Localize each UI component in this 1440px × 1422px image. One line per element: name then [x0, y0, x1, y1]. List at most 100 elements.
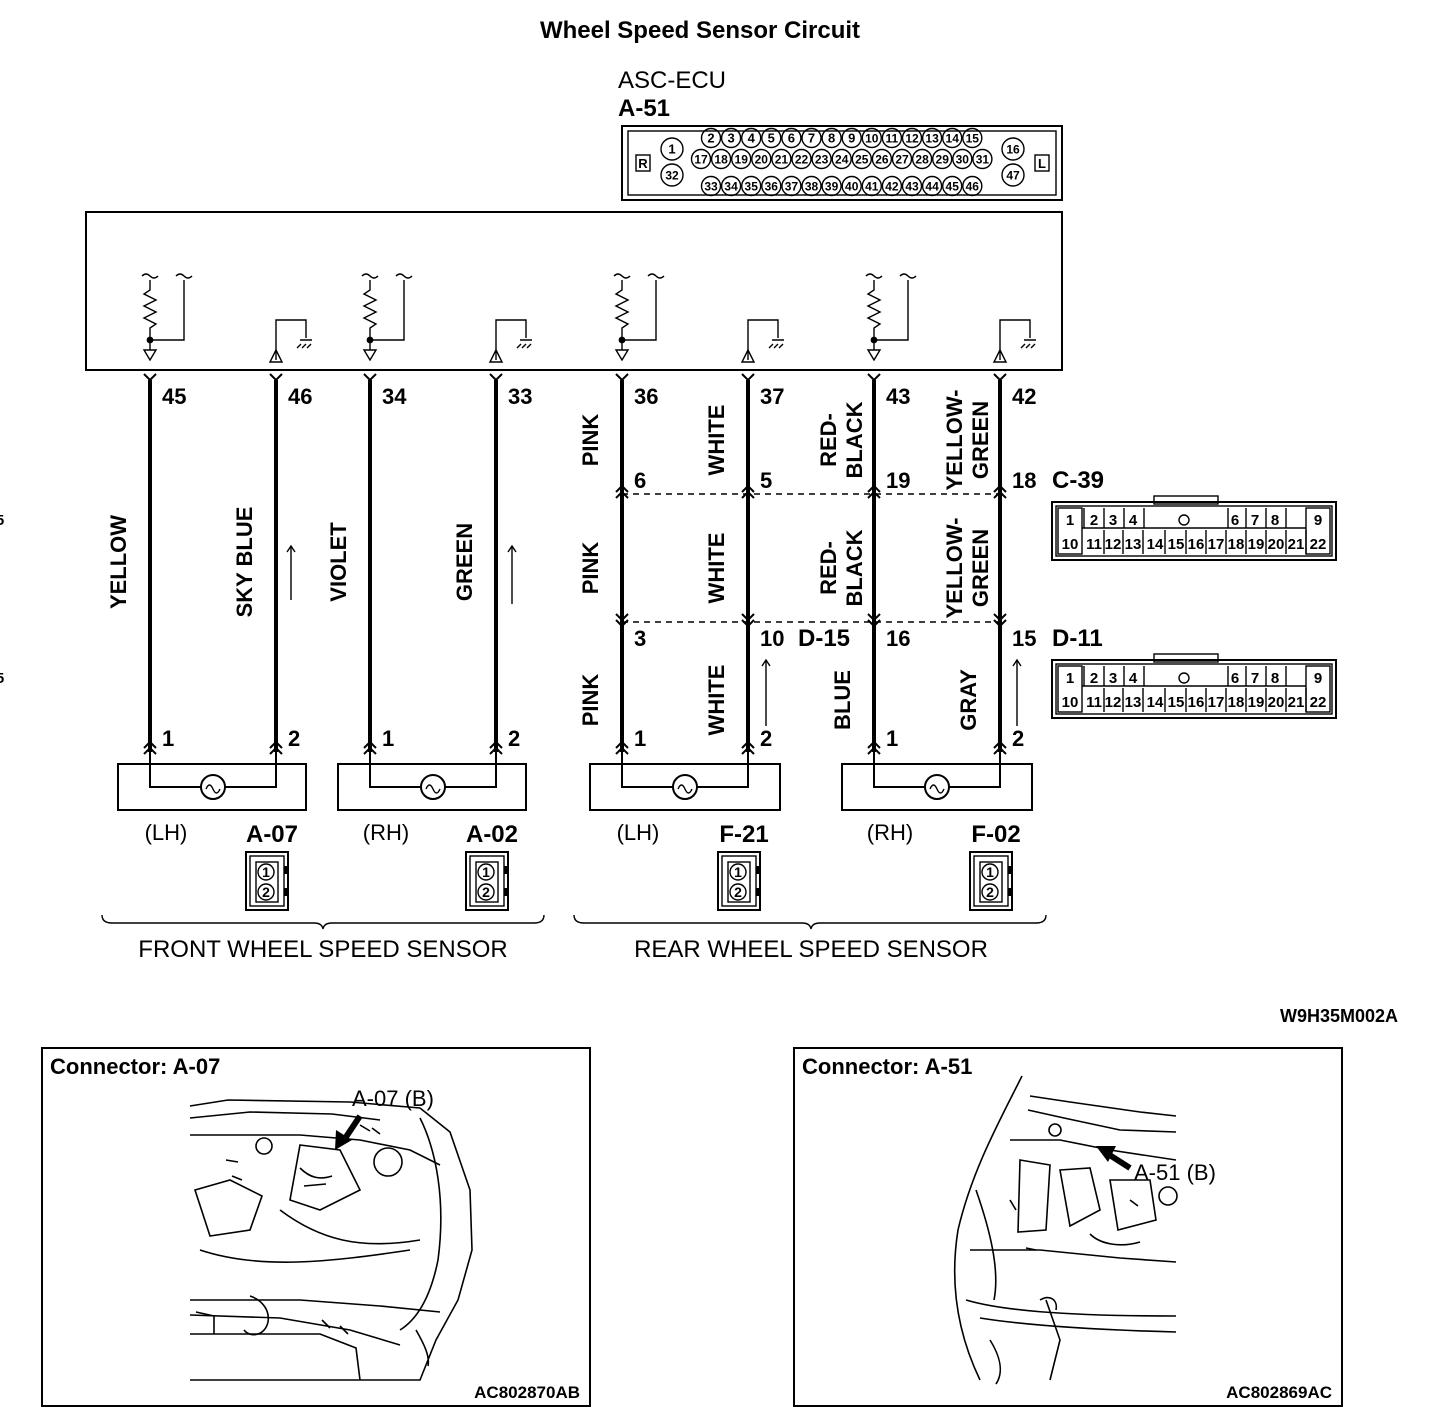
ecu-pin-label: 35 [745, 180, 759, 194]
ecu-pin: 42 [881, 175, 903, 197]
ecu-pin-label: 4 [748, 131, 756, 146]
ecu-pin-label: 42 [885, 180, 899, 194]
ecu-pin-label: 32 [665, 169, 679, 183]
sensor-connector-pin: 1 [734, 864, 742, 880]
ecu-pin-label: 29 [936, 153, 950, 167]
connector-c39-label: C-39 [1052, 467, 1104, 494]
ecu-pin-label: 34 [724, 180, 738, 194]
ecu-pin-label: 46 [966, 180, 980, 194]
wire-color-label: GREEN [452, 523, 477, 601]
joint-pin-label: 10 [1062, 536, 1079, 553]
ecu-pin-label: 22 [795, 153, 809, 167]
joint-pin-label: 21 [1288, 694, 1305, 711]
ecu-pin-label: 3 [727, 131, 734, 146]
ecu-pin-label: 23 [815, 153, 829, 167]
ecu-pin: 13 [921, 127, 943, 149]
ecu-pin: 17 [690, 148, 712, 170]
ecu-pin: 4 [741, 127, 762, 149]
figure-code: W9H35M002A [1280, 1006, 1398, 1026]
connector-c39: C-39 12345678910111213141516171819202122 [0, 467, 1337, 561]
ecu-sensor-input-circuit [613, 273, 784, 363]
ecu-pin: 39 [821, 175, 842, 197]
ecu-pin: 1 [660, 137, 684, 161]
ecu-pin-label: 33 [704, 180, 718, 194]
ecu-right-mark: L [1038, 156, 1046, 171]
sensor-connector-pin: 2 [734, 884, 742, 900]
inset-a07-code: AC802870AB [474, 1383, 580, 1402]
inset-a51-code: AC802869AC [1226, 1383, 1332, 1402]
d-connector-pin-number: 16 [886, 626, 910, 651]
ecu-pin: 26 [871, 148, 893, 170]
ecu-pin: 37 [781, 175, 802, 197]
ecu-sensor-input-circuit [141, 273, 312, 363]
engine-bay-illustration-front [189, 1099, 473, 1381]
ecu-sensor-input-circuit [865, 273, 1036, 363]
ecu-internal-circuits [141, 273, 1036, 363]
ecu-pin-number: 36 [634, 384, 658, 409]
ecu-pin: 20 [751, 148, 772, 170]
ecu-pin-label: 18 [714, 153, 728, 167]
joint-pin-label: 15 [1168, 536, 1185, 553]
ecu-pin-label: 9 [848, 131, 855, 146]
joint-pin-label: 5 [0, 512, 4, 529]
wire-color-label: RED-BLACK [816, 401, 867, 478]
ecu-pin: 8 [821, 127, 842, 149]
ecu-pin-label: 15 [966, 132, 980, 146]
joint-pin-label: 20 [1268, 536, 1285, 553]
joint-pin-label: 19 [1248, 536, 1265, 553]
sensor-connector-pin: 2 [482, 884, 490, 900]
joint-pin-label: 18 [1228, 536, 1245, 553]
ecu-pin-label: 21 [775, 153, 789, 167]
ecu-pin-label: 30 [956, 153, 970, 167]
joint-pin-label: 16 [1188, 536, 1205, 553]
ecu-pin-label: 25 [855, 153, 869, 167]
joint-pin-label: 12 [1105, 694, 1122, 711]
ecu-pin-label: 38 [805, 180, 819, 194]
ecu-pin: 43 [901, 175, 923, 197]
joint-pin-label: 13 [1125, 694, 1142, 711]
inset-a07-callout: A-07 (B) [352, 1086, 434, 1111]
wire-color-label: SKY BLUE [232, 507, 257, 618]
inset-connector-a07: Connector: A-07 A-07 (B) AC802870AB [41, 1047, 591, 1407]
inset-a51-callout: A-51 (B) [1134, 1160, 1216, 1185]
sensor-connector-pin: 1 [986, 864, 994, 880]
ecu-pin-label: 16 [1006, 143, 1020, 157]
ecu-pin: 38 [801, 175, 822, 197]
joint-pin-label: 10 [1062, 694, 1079, 711]
ecu-pin-number: 43 [886, 384, 910, 409]
ecu-sensor-input-circuit [361, 273, 532, 363]
ecu-pin-label: 2 [707, 131, 714, 146]
callout-arrow-a07 [341, 1114, 363, 1142]
ecu-pin-label: 17 [694, 153, 708, 167]
wire-color-label: GRAY [956, 669, 981, 731]
ecu-pin: 31 [972, 148, 993, 170]
rear-sensor-brace [573, 914, 1047, 930]
sensor-pin-number: 2 [760, 726, 772, 751]
sensor-connector-face: 12 [717, 851, 761, 911]
joint-pin-label: 9 [1314, 512, 1322, 529]
ecu-pin: 15 [962, 127, 983, 149]
joint-pin-label: 9 [1314, 670, 1322, 687]
wire-color-label: VIOLET [326, 522, 351, 602]
rear-sensor-group-label: REAR WHEEL SPEED SENSOR [634, 936, 988, 963]
ecu-pin-label: 40 [845, 180, 859, 194]
wire-color-label: YELLOW [106, 515, 131, 609]
ecu-pin-label: 31 [976, 153, 990, 167]
ecu-pin-label: 11 [886, 132, 899, 146]
ecu-pin: 40 [841, 175, 862, 197]
ecu-pin: 12 [901, 127, 923, 149]
joint-pin-label: 15 [1168, 694, 1185, 711]
sensor-coil-icon [200, 774, 226, 800]
joint-pin-label: 2 [1090, 670, 1098, 687]
ecu-pin-label: 44 [925, 180, 939, 194]
ecu-pin: 23 [811, 148, 832, 170]
ecu-pin: 10 [861, 127, 882, 149]
ecu-pin-label: 28 [915, 153, 929, 167]
sensor-connector-pin: 1 [262, 864, 270, 880]
